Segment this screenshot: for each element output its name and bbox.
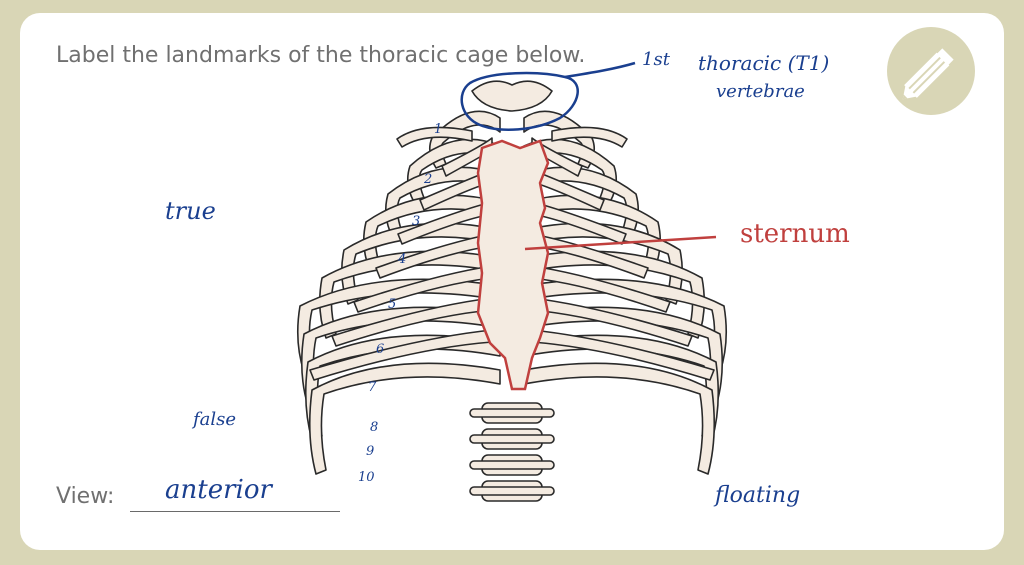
edit-button[interactable] xyxy=(887,27,975,115)
question-prompt: Label the landmarks of the thoracic cage… xyxy=(56,43,586,68)
sternum-pointer-line xyxy=(524,235,717,251)
costal-cartilage xyxy=(353,265,493,313)
sternum-fill xyxy=(478,141,548,389)
t1-pointer-line xyxy=(564,61,636,79)
costal-cartilage xyxy=(331,297,493,347)
transverse-process xyxy=(469,486,555,496)
rib-number-label: 8 xyxy=(370,420,378,435)
transverse-process xyxy=(469,434,555,444)
rib xyxy=(523,362,716,475)
view-answer-line xyxy=(130,511,340,512)
rib-number-label: 7 xyxy=(368,380,377,395)
clavicle xyxy=(396,126,473,148)
annotation-floating-ribs: floating xyxy=(715,483,801,508)
annotation-sternum: sternum xyxy=(740,219,850,249)
rib-number-label: 1 xyxy=(434,122,442,137)
clavicle xyxy=(551,126,628,148)
t1-vertebra xyxy=(471,80,553,112)
rib-number-label: 5 xyxy=(388,297,396,312)
costal-cartilage xyxy=(309,329,493,381)
rib xyxy=(523,110,596,169)
thoracic-cage-illustration: 1 2 3 4 5 6 7 8 9 10 xyxy=(296,61,728,502)
t1-vertebra-circle xyxy=(460,71,579,131)
costal-cartilage xyxy=(531,265,671,313)
costal-cartilage xyxy=(397,201,493,245)
annotation-thoracic-t1: thoracic (T1) xyxy=(698,51,830,75)
rib-number-label: 4 xyxy=(397,252,406,267)
view-answer[interactable]: anterior xyxy=(165,475,272,505)
rib xyxy=(308,362,501,475)
transverse-process xyxy=(469,460,555,470)
rib-number-label: 2 xyxy=(423,172,432,187)
sternum-outline xyxy=(476,139,550,391)
rib-number-label: 6 xyxy=(376,342,384,357)
view-label: View: xyxy=(56,484,115,509)
annotation-vertebrae: vertebrae xyxy=(716,81,805,102)
costal-cartilage xyxy=(375,233,493,279)
worksheet-card: Label the landmarks of the thoracic cage… xyxy=(20,13,1004,550)
annotation-first: 1st xyxy=(642,49,670,70)
rib-number-label: 9 xyxy=(366,444,374,459)
costal-cartilage xyxy=(531,233,649,279)
annotation-false-ribs: false xyxy=(193,409,237,430)
pencil-icon xyxy=(902,48,954,100)
costal-cartilage xyxy=(531,329,715,381)
rib xyxy=(428,110,501,169)
rib-number-label: 10 xyxy=(358,470,375,485)
costal-cartilage xyxy=(531,297,693,347)
annotation-true-ribs: true xyxy=(165,197,216,225)
rib-number-labels: 1 2 3 4 5 6 7 8 9 10 xyxy=(358,122,442,485)
transverse-process xyxy=(469,408,555,418)
costal-cartilage xyxy=(531,169,605,211)
rib-number-label: 3 xyxy=(412,214,420,229)
